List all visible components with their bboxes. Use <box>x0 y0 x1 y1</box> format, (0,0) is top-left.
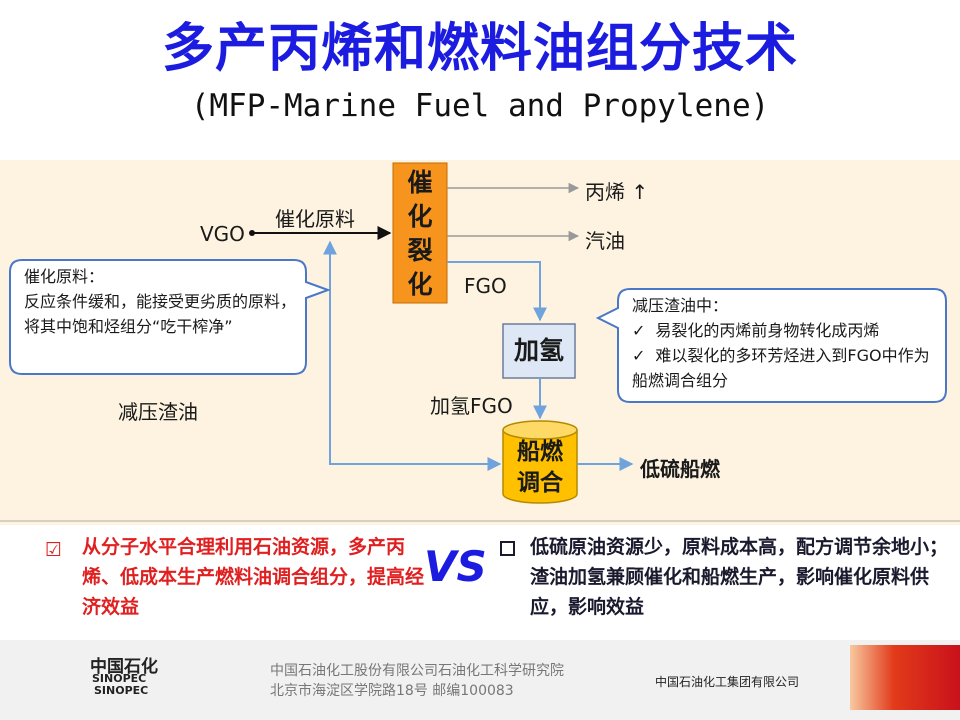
checkbox-checked-icon: ☑ <box>45 539 63 561</box>
hydro-fgo-label: 加氢FGO <box>430 394 513 418</box>
page-title: 多产丙烯和燃料油组分技术 <box>161 19 798 79</box>
low-sulfur-label: 低硫船燃 <box>640 457 720 481</box>
vacuum-residue-label: 减压渣油 <box>118 400 198 424</box>
gasoline-label: 汽油 <box>585 229 625 253</box>
note-left-title: 催化原料： <box>24 267 105 286</box>
fcc-box-label: 催 化 裂 化 <box>407 168 433 299</box>
cat-feed-label: 催化原料 <box>275 207 355 231</box>
advantage-text: 从分子水平合理利用石油资源，多产丙烯、低成本生产燃料油调合组分，提高经济效益 <box>82 536 425 618</box>
note-right: 减压渣油中： 易裂化的丙烯前身物转化成丙烯 难以裂化的多环芳烃进入到FGO中作为… <box>632 293 937 393</box>
blend-tank <box>502 430 578 504</box>
residue-to-blend-line <box>329 250 502 471</box>
note-right-title: 减压渣油中： <box>632 296 729 315</box>
footer-group: 中国石油化工集团有限公司 <box>655 675 800 689</box>
blend-box-label: 船燃 调合 <box>517 439 563 496</box>
logo-cn-text: 中国石化 <box>90 657 158 677</box>
fgo-flow-line <box>447 261 547 322</box>
hydro-box <box>502 323 576 379</box>
fgo-label: FGO <box>464 274 507 298</box>
footer-red-decoration <box>850 645 960 710</box>
vgo-label: VGO <box>200 222 245 246</box>
logo-en-text-2: SINOPEC <box>94 684 149 697</box>
note-left: 催化原料： 反应条件缓和，能接受更劣质的原料，将其中饱和烃组分“吃干榨净” <box>24 264 300 339</box>
vgo-junction-dot <box>249 230 255 236</box>
page-subtitle: (MFP-Marine Fuel and Propylene) <box>190 88 770 124</box>
logo-en-text: SINOPEC <box>92 672 147 685</box>
propylene-label: 丙烯 ↑ <box>585 180 649 204</box>
note-right-item: 易裂化的丙烯前身物转化成丙烯 <box>632 318 937 343</box>
vs-label: VS <box>424 542 487 591</box>
note-left-body: 反应条件缓和，能接受更劣质的原料，将其中饱和烃组分“吃干榨净” <box>24 292 297 336</box>
disadvantage-text: 低硫原油资源少，原料成本高，配方调节余地小；渣油加氢兼顾催化和船燃生产，影响催化… <box>530 536 949 618</box>
note-right-item: 难以裂化的多环芳烃进入到FGO中作为船燃调合组分 <box>632 343 937 393</box>
panel-divider <box>0 520 960 522</box>
footer-bar <box>0 640 960 720</box>
blend-tank-top <box>502 420 578 440</box>
fcc-box <box>392 162 448 304</box>
footer-org: 中国石油化工股份有限公司石油化工科学研究院 <box>270 663 564 679</box>
checkbox-empty-icon <box>500 541 515 556</box>
footer-address: 北京市海淀区学院路18号 邮编100083 <box>270 683 514 699</box>
note-left-callout <box>9 259 331 375</box>
hydro-box-label: 加氢 <box>513 336 564 365</box>
